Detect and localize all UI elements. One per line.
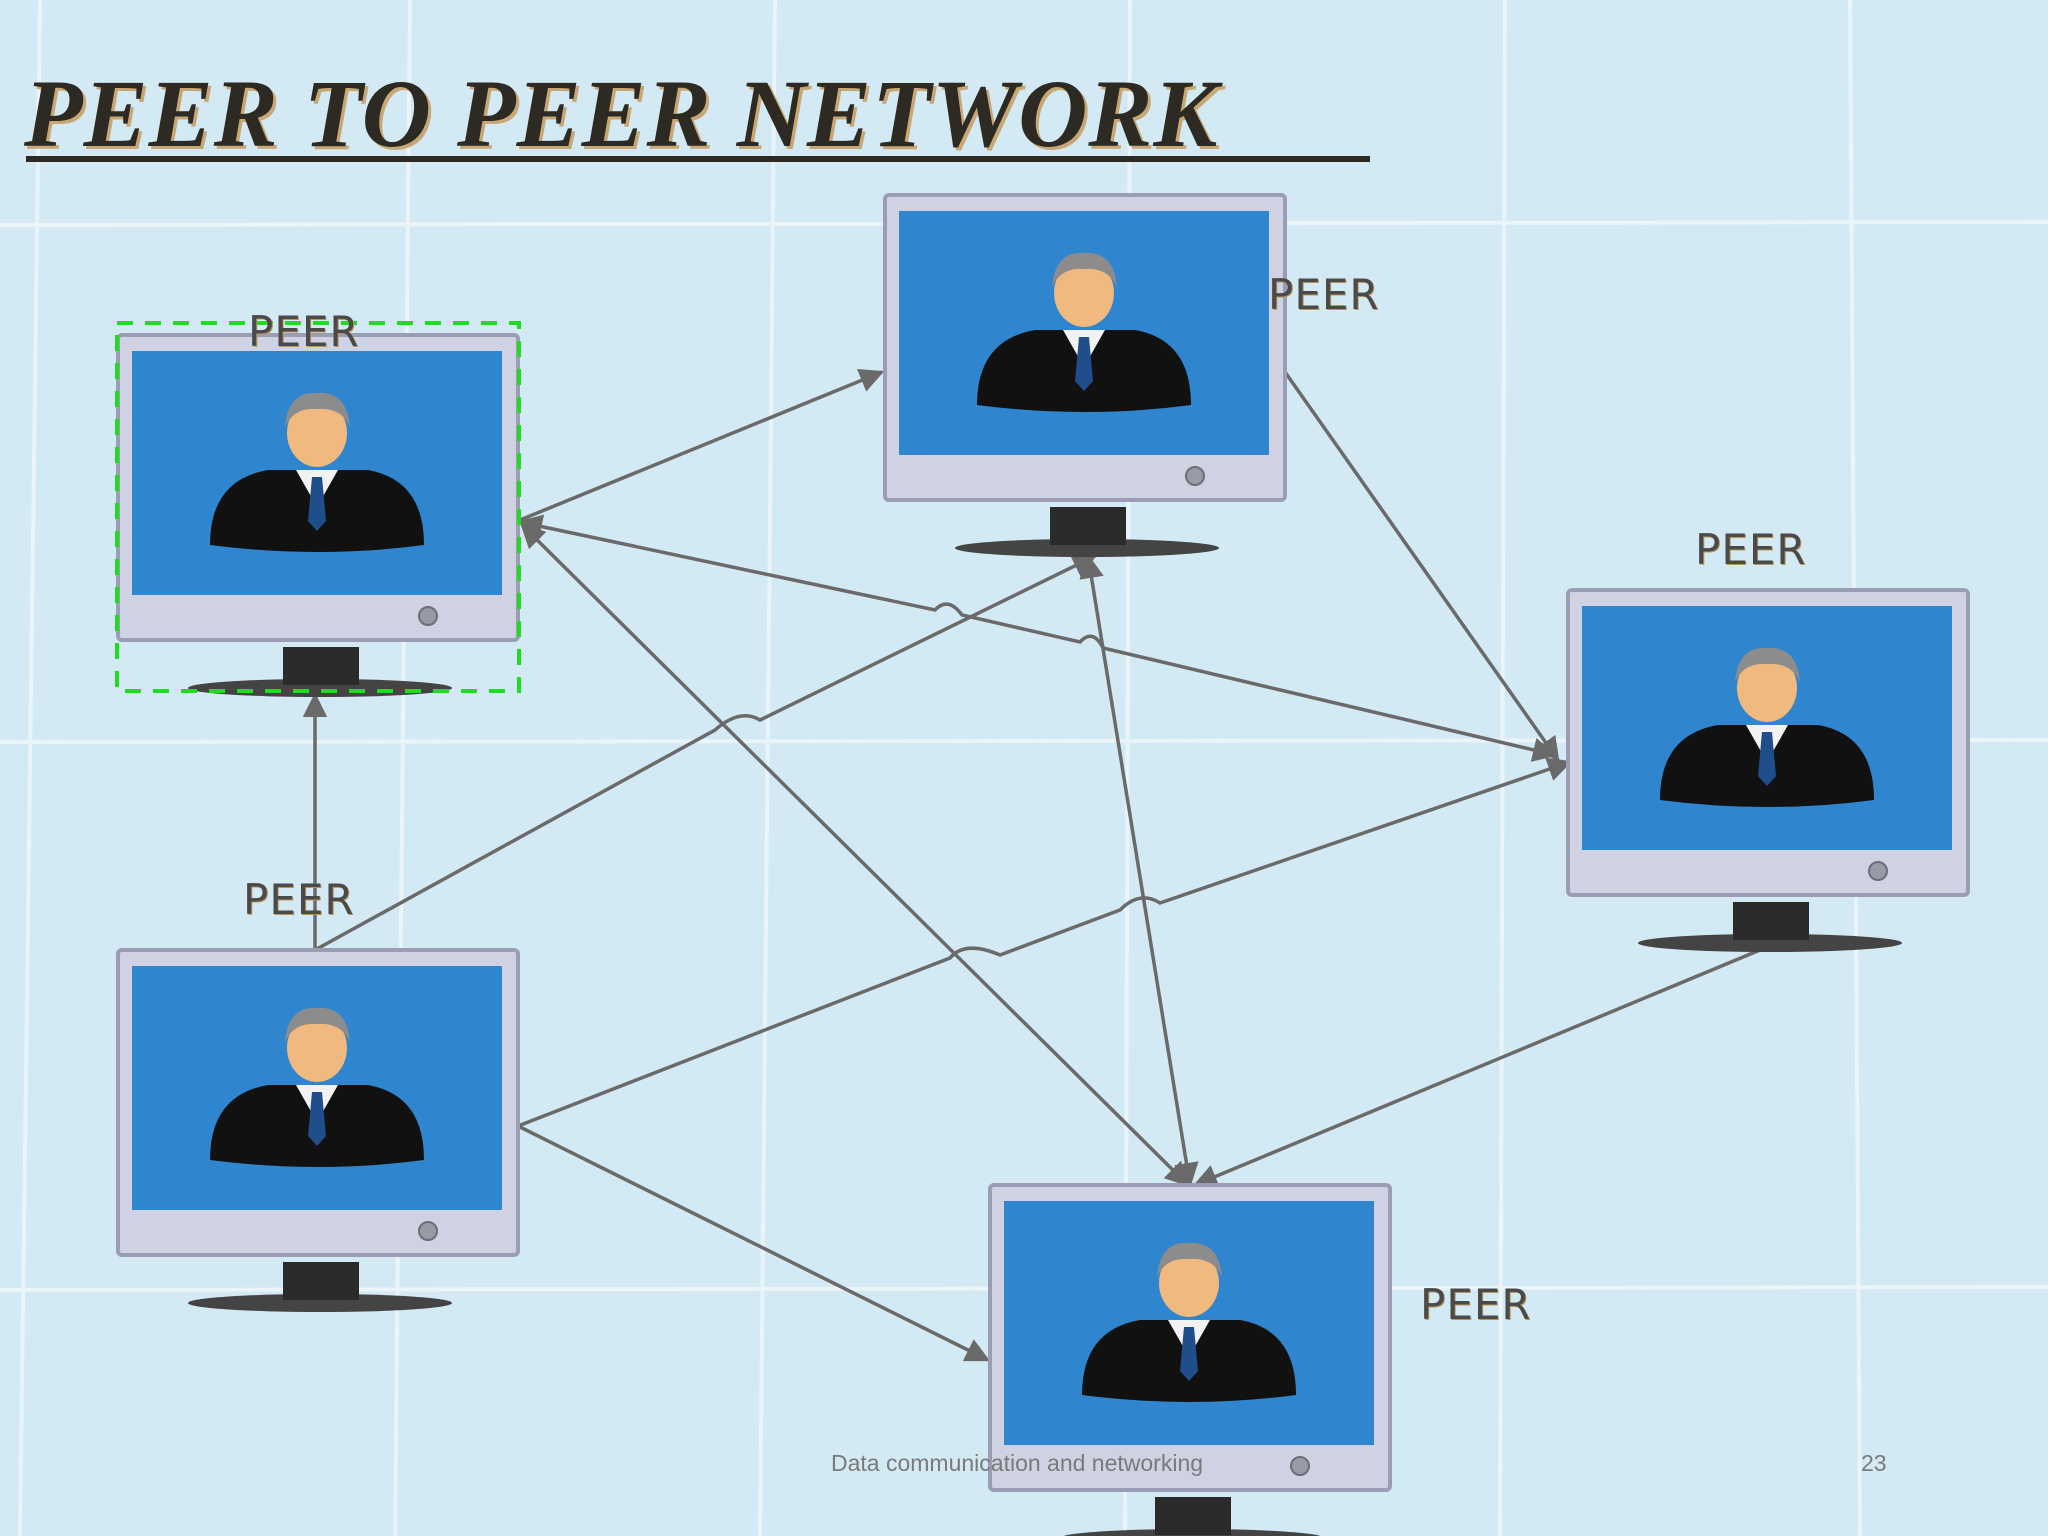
page-number: 23 (1861, 1450, 1887, 1476)
edge-tc-bc (1079, 553, 1199, 1188)
peer-label-top-center: PEER (1268, 270, 1380, 319)
person-icon (977, 252, 1191, 412)
edge-bl-bc (517, 1124, 991, 1362)
edge-right-bc (1192, 943, 1773, 1188)
peer-label-top-left: PEER (248, 307, 360, 356)
peer-top-center-monitor[interactable] (883, 193, 1287, 557)
title-underline (26, 156, 1370, 162)
peer-bottom-center-monitor[interactable] (988, 1183, 1392, 1536)
person-icon (1082, 1242, 1296, 1402)
selection-box (115, 321, 521, 693)
peer-right-monitor[interactable] (1566, 588, 1970, 952)
footer-text: Data communication and networking (831, 1450, 1204, 1476)
peer-bottom-left-monitor[interactable] (116, 948, 520, 1312)
person-icon (210, 1007, 424, 1167)
edge-bl-tc (314, 554, 1098, 952)
slide-title: PEER TO PEER NETWORK (24, 60, 1219, 167)
peer-label-right: PEER (1695, 525, 1807, 574)
person-icon (210, 392, 424, 552)
peer-label-bottom-left: PEER (243, 875, 355, 924)
peer-label-bottom-center: PEER (1420, 1280, 1532, 1329)
person-icon (1660, 647, 1874, 807)
edge-tc-right (1283, 370, 1560, 763)
peer-top-left-monitor[interactable] (115, 321, 521, 697)
edge-tl-tc (519, 369, 885, 522)
edge-tl-bc (520, 523, 1190, 1187)
